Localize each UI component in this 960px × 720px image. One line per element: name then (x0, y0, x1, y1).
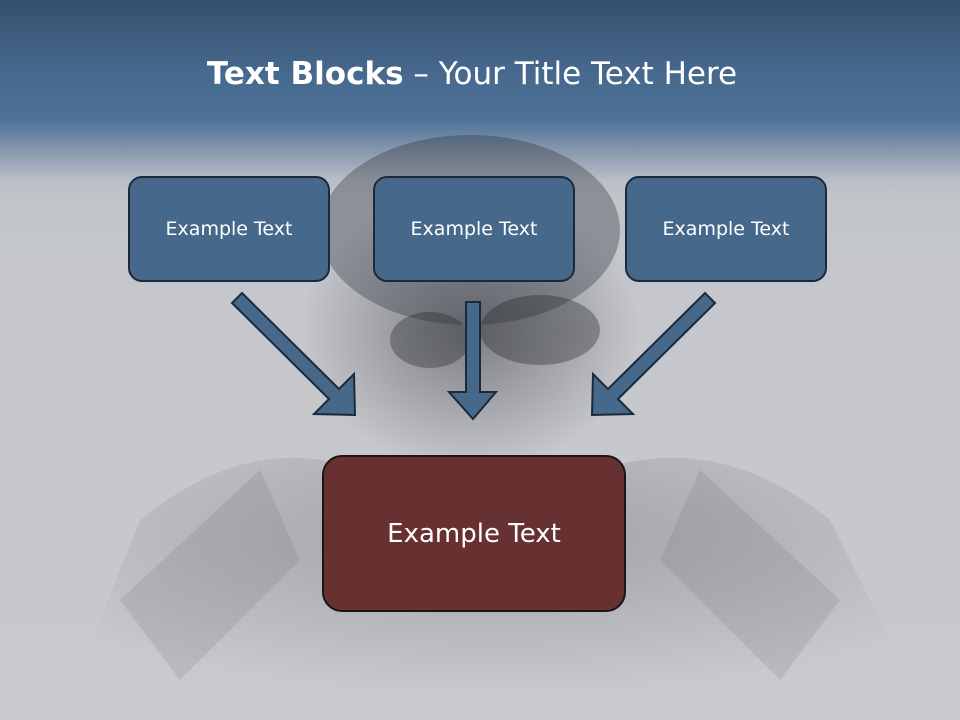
arrow-center-down (446, 301, 499, 421)
slide-title: Text Blocks – Your Title Text Here (0, 52, 944, 96)
text-block-center-label: Example Text (410, 218, 538, 240)
title-dash: – (413, 56, 429, 92)
text-block-target-label: Example Text (387, 518, 561, 549)
title-header-band (0, 0, 960, 200)
text-block-left-label: Example Text (165, 218, 293, 240)
text-block-target[interactable]: Example Text (322, 455, 626, 612)
arrow-right-diagonal (590, 291, 717, 417)
title-rest: Your Title Text Here (438, 56, 738, 92)
text-block-right-label: Example Text (662, 218, 790, 240)
text-block-right[interactable]: Example Text (625, 176, 827, 282)
arrow-left-diagonal (230, 291, 357, 417)
text-block-left[interactable]: Example Text (128, 176, 330, 282)
title-bold-part: Text Blocks (206, 56, 404, 92)
text-block-center[interactable]: Example Text (373, 176, 575, 282)
